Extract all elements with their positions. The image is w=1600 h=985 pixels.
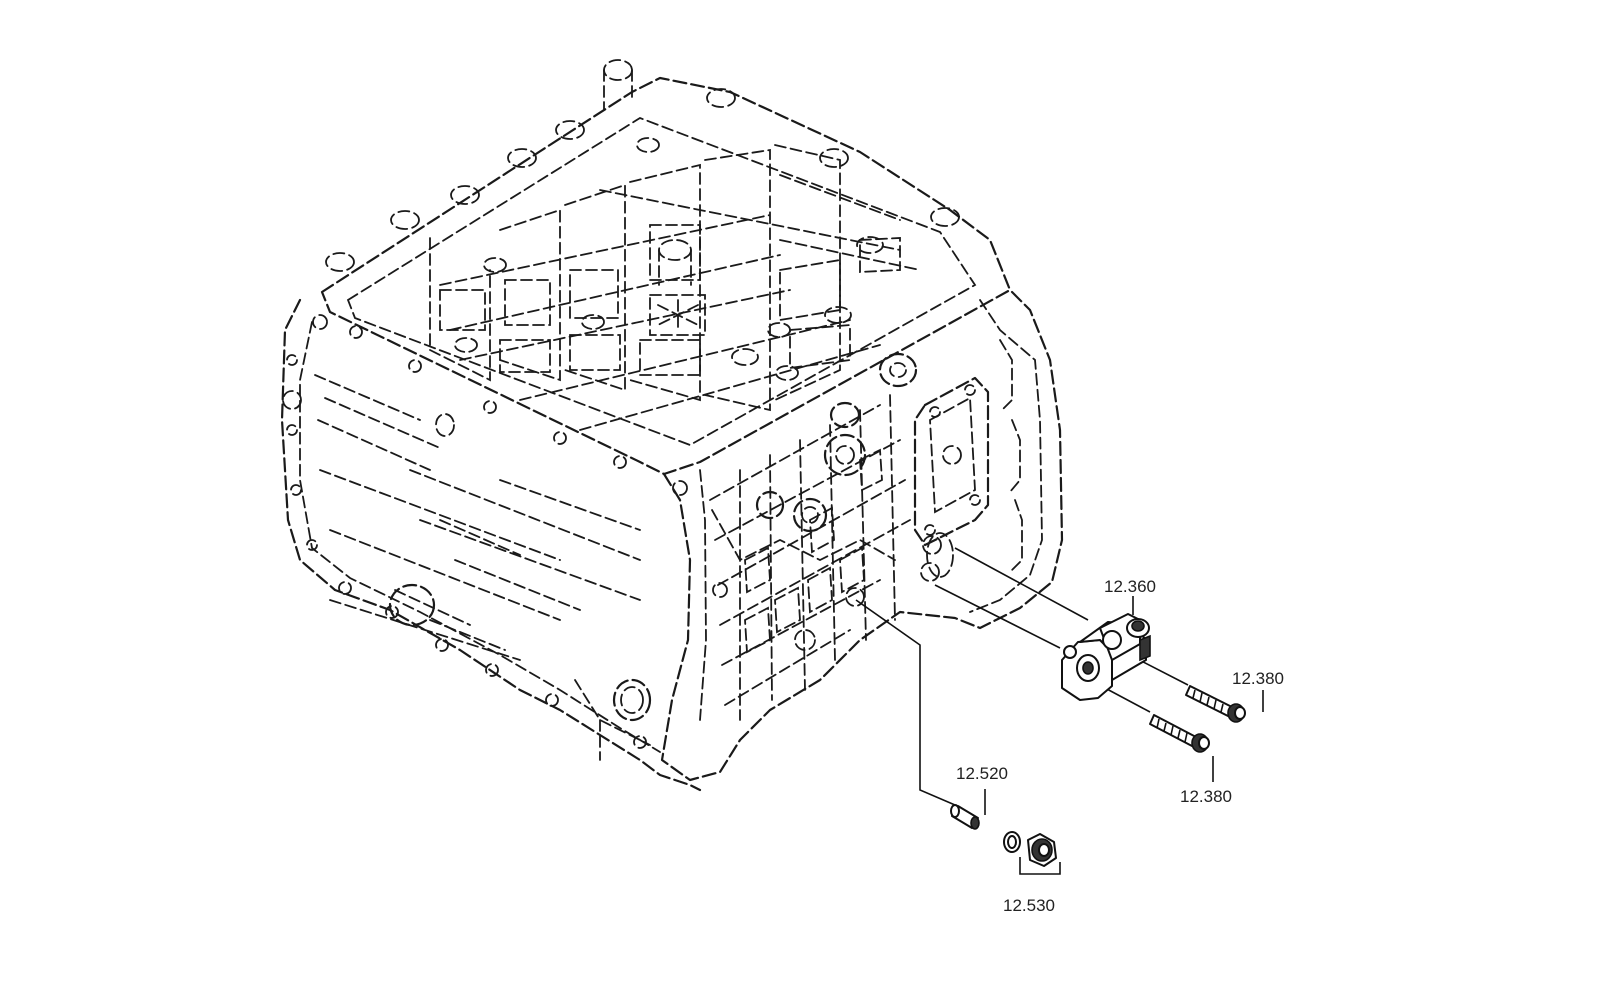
left-face-port [435,413,455,437]
callout-12-530: 12.530 [1003,896,1055,915]
front-face-bosses [712,352,954,651]
lower-left-rib [574,679,651,761]
leader-lines [984,596,1264,875]
top-rim-bosses [325,59,960,381]
part-12-530-seal-ring [1003,831,1021,853]
top-center-tower [649,224,706,336]
left-cylinder-boss [388,583,506,651]
part-12-360-valve-housing [1061,613,1151,701]
part-12-380-screw-lower [1149,714,1210,753]
housing-right-face [660,288,1064,782]
callout-12-520: 12.520 [956,764,1008,783]
housing-top-rim [320,76,1012,476]
gearbox-housing [280,59,1064,792]
part-12-380-screw-upper [1185,685,1246,723]
front-face-pockets [744,448,883,654]
housing-left-flange [299,321,661,753]
left-face-hidden-lines [314,374,641,661]
left-flange-bolt-holes [282,314,688,749]
housing-left-face [280,298,702,792]
callout-12-380-lower: 12.380 [1180,787,1232,806]
callout-12-380-upper: 12.380 [1232,669,1284,688]
callout-12-360: 12.360 [1104,577,1156,596]
top-pockets [439,237,901,376]
housing-top-inner-rim [346,117,977,446]
part-12-520-pin [950,804,980,830]
top-rib-grid [429,144,921,431]
assembly-axes [855,547,1189,806]
front-face-rib-grid [709,394,911,721]
part-12-530-screw-plug [1027,833,1057,867]
housing-right-flange [699,299,1043,721]
side-cover-plate [913,376,990,547]
housing-side-ribs [999,339,1023,573]
lower-port [612,678,652,722]
